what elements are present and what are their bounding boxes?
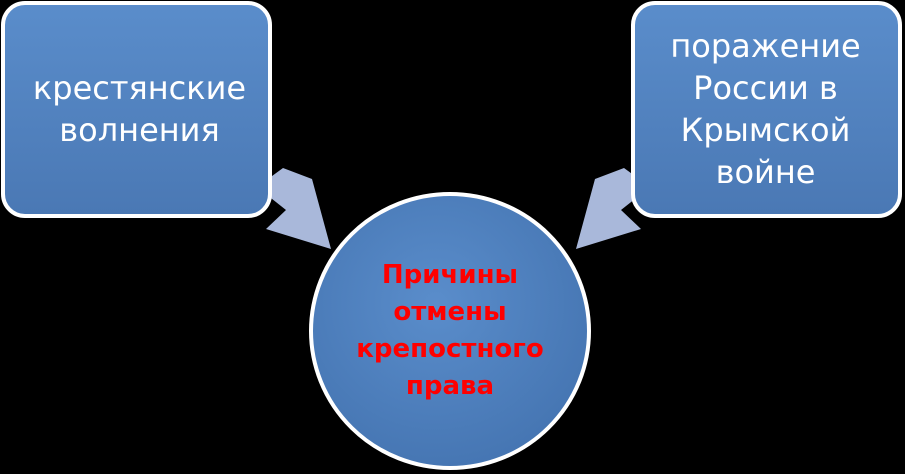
center-topic-label: Причины отмены крепостного права bbox=[356, 260, 544, 401]
right-cause-box bbox=[631, 1, 902, 218]
left-arrow bbox=[257, 168, 331, 249]
left-cause-box bbox=[1, 1, 272, 218]
right-cause-label: поражение России в Крымской войне bbox=[670, 27, 861, 191]
center-circle bbox=[309, 192, 591, 470]
left-cause-label: крестянские волнения bbox=[32, 69, 247, 149]
